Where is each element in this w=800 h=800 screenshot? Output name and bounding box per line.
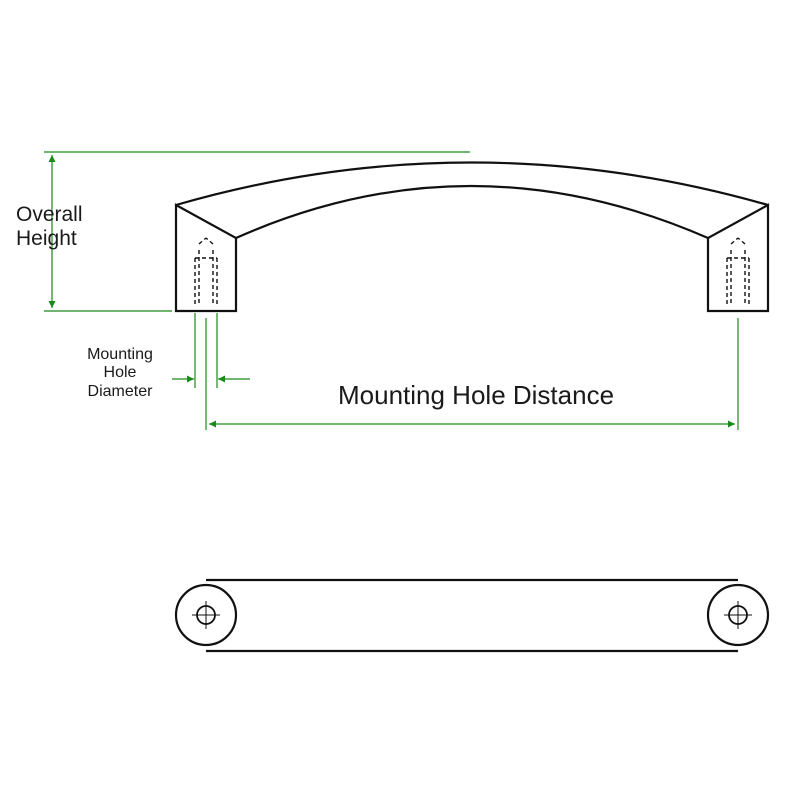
handle-side-view <box>174 161 770 313</box>
overall-height-line1: Overall <box>16 203 83 226</box>
right-end-circle <box>706 583 770 647</box>
overall-height-line2: Height <box>16 227 77 251</box>
handle-outer-arch <box>175 161 769 207</box>
top-view-centerlines <box>192 601 752 629</box>
mounting-hole-diameter-line1: Mounting <box>87 346 153 363</box>
mounting-hole-diameter-line2: Hole <box>103 364 137 382</box>
right-threaded-hole <box>726 237 750 305</box>
handle-top-view <box>174 578 770 653</box>
overall-height-label: Overall Height <box>16 203 83 251</box>
mounting-hole-diameter-dimension <box>172 313 250 388</box>
left-leg-outline <box>174 203 238 313</box>
mounting-hole-diameter-label: Mounting Hole Diameter <box>78 346 162 401</box>
mounting-hole-diameter-line3: Diameter <box>87 382 153 400</box>
overall-height-dimension <box>44 151 470 312</box>
right-leg-outline <box>706 203 770 313</box>
left-end-circle <box>174 583 238 647</box>
left-threaded-hole <box>194 237 218 305</box>
handle-inner-arch <box>235 184 709 240</box>
mounting-hole-distance-label: Mounting Hole Distance <box>338 380 615 410</box>
mounting-hole-distance-dimension <box>205 318 739 430</box>
